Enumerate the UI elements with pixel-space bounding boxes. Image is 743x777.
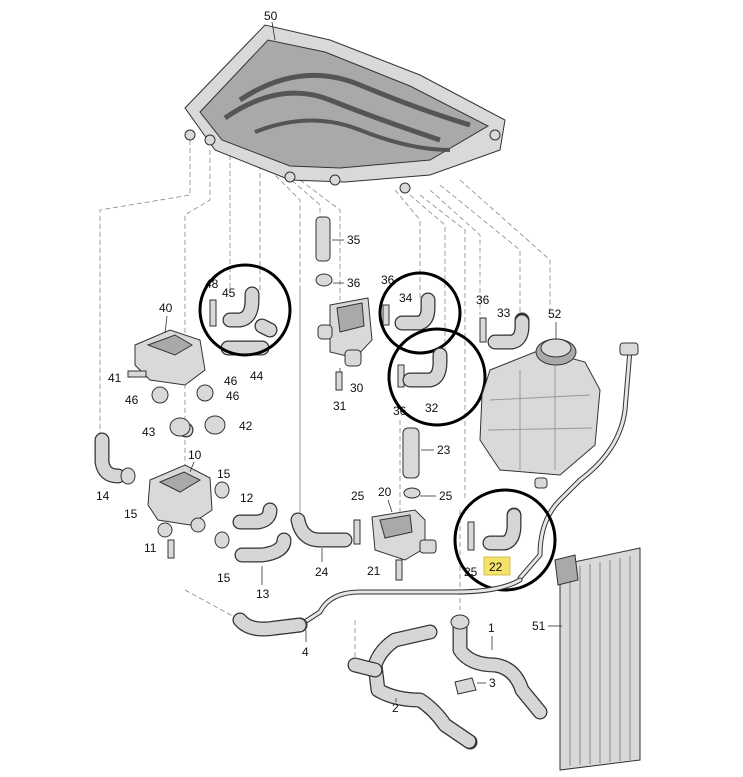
- callout-31: 31: [333, 399, 347, 413]
- callout-48: 48: [205, 277, 219, 291]
- part-10-housing: 10 11 14 15 15 15 12 13: [94, 432, 292, 601]
- callout-13: 13: [256, 587, 270, 601]
- highlight-ring-32: [387, 327, 487, 427]
- part-1-hose: 1: [450, 614, 548, 720]
- callout-43: 43: [142, 425, 156, 439]
- part-35-hose: 35 36: [315, 216, 361, 290]
- vent-pipe: [517, 342, 639, 581]
- callout-12: 12: [240, 491, 254, 505]
- callout-25b: 25: [439, 489, 453, 503]
- callout-22-highlight: [483, 556, 511, 576]
- callout-46a: 46: [125, 393, 139, 407]
- callout-32: 32: [425, 401, 439, 415]
- callout-11: 11: [144, 541, 157, 555]
- part-33-hose: 36 33: [476, 293, 530, 350]
- callout-35: 35: [347, 233, 361, 247]
- callout-24: 24: [315, 565, 329, 579]
- part-2-hose: 2: [347, 624, 478, 750]
- callout-44: 44: [250, 369, 264, 383]
- callout-15c: 15: [217, 571, 231, 585]
- part-24-hose: 24: [290, 512, 353, 579]
- highlight-ring-22: [453, 488, 557, 592]
- callout-36c: 36: [393, 404, 407, 418]
- callout-30: 30: [350, 381, 364, 395]
- callout-36a: 36: [347, 276, 361, 290]
- callout-10: 10: [188, 448, 202, 462]
- callout-46b: 46: [226, 389, 240, 403]
- callout-3: 3: [489, 676, 496, 690]
- part-22-hose-group: 22 25: [453, 488, 557, 592]
- callout-21: 21: [367, 564, 381, 578]
- callout-22: 22: [489, 560, 503, 574]
- part-52-expansion-tank: 52: [479, 307, 601, 489]
- highlight-ring-45: [198, 263, 292, 357]
- callout-34: 34: [399, 291, 413, 305]
- callout-4: 4: [302, 645, 309, 659]
- callout-52: 52: [548, 307, 562, 321]
- callout-50: 50: [264, 9, 278, 23]
- callout-33: 33: [497, 306, 511, 320]
- callout-15b: 15: [217, 467, 231, 481]
- part-4-pipe: 4: [232, 577, 523, 659]
- callout-40: 40: [159, 301, 173, 315]
- part-34-hose-group: 36 34: [378, 271, 462, 355]
- callout-25c: 25: [464, 565, 478, 579]
- part-45-hose-group: 48 45: [198, 263, 292, 357]
- highlight-ring-34: [378, 271, 462, 355]
- part-3-clips: 3: [454, 676, 496, 695]
- part-51-radiator: 51: [532, 547, 641, 771]
- callout-25a: 25: [351, 489, 365, 503]
- callout-23: 23: [437, 443, 451, 457]
- callout-42: 42: [239, 419, 253, 433]
- callout-51: 51: [532, 619, 546, 633]
- part-32-hose-group: 36 32: [387, 327, 487, 427]
- callout-20: 20: [378, 485, 392, 499]
- callout-45: 45: [222, 286, 236, 300]
- part-23-hose: 23 25: [402, 427, 453, 503]
- part-30-housing: 30 31: [317, 297, 373, 413]
- callout-1: 1: [488, 621, 495, 635]
- callout-15a: 15: [124, 507, 138, 521]
- part-40-housing: 40 41 46 46 46 43 42 44: [108, 301, 270, 439]
- callout-36d: 36: [476, 293, 490, 307]
- part-20-housing: 20 21 25: [351, 485, 437, 581]
- callout-2: 2: [392, 701, 399, 715]
- callout-46c: 46: [224, 374, 238, 388]
- coolant-manifold: 50: [184, 9, 506, 194]
- callout-14: 14: [96, 489, 110, 503]
- callout-41: 41: [108, 371, 122, 385]
